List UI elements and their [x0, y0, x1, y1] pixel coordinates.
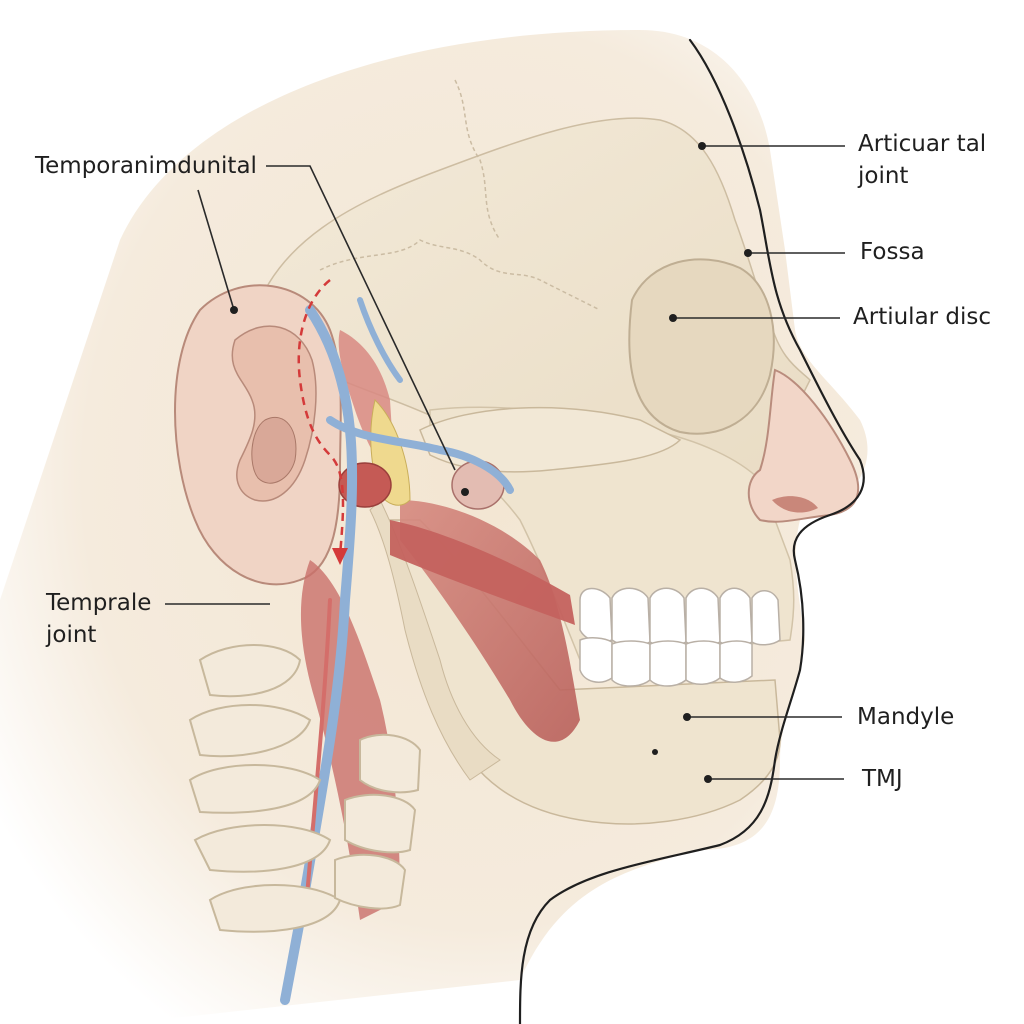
nostril — [772, 496, 818, 513]
label-temporal-joint: Temprale joint — [46, 587, 151, 651]
label-articular-joint-line2: joint — [858, 163, 909, 189]
label-articular-disc: Artiular disc — [853, 301, 991, 333]
label-tmj: TMJ — [862, 763, 903, 795]
leader-dot — [461, 488, 469, 496]
blood-vessel-blue — [280, 305, 358, 1005]
leader-dot — [652, 749, 658, 755]
eye-orbit — [628, 258, 775, 435]
leader-lines — [165, 145, 845, 780]
leader-dot — [698, 142, 706, 150]
mandible-ramus — [369, 499, 501, 781]
cranial-suture — [319, 239, 601, 311]
teeth-upper — [579, 587, 781, 647]
label-articular-joint: Articuar tal joint — [858, 128, 986, 192]
nose — [747, 368, 860, 523]
label-temporal-joint-line1: Temprale — [46, 590, 152, 616]
label-articular-disc-text: Artiular disc — [853, 304, 992, 330]
label-articular-joint-line1: Articuar tal — [858, 131, 987, 157]
leader-dot — [669, 314, 677, 322]
blood-vessel-red — [303, 598, 332, 922]
lateral-pterygoid-muscle — [390, 520, 575, 625]
blood-vessel-blue — [357, 297, 403, 383]
label-temporomandibular-text: Temporanimdunital — [35, 153, 257, 179]
leader-dots — [230, 142, 752, 783]
leader-line-temporomandibular-ear — [197, 189, 235, 311]
leader-dot — [683, 713, 691, 721]
leader-line-temporomandibular — [266, 165, 456, 471]
label-tmj-text: TMJ — [862, 766, 903, 792]
cervical-vertebrae — [188, 644, 422, 933]
joint-motion-arrow — [332, 548, 348, 565]
blood-vessel-blue — [326, 416, 514, 494]
label-fossa: Fossa — [860, 236, 925, 268]
ear-concha — [251, 417, 297, 484]
label-temporomandibular: Temporanimdunital — [35, 150, 257, 182]
leader-dot — [744, 249, 752, 257]
face-profile-contour — [518, 38, 865, 1024]
leader-dot — [704, 775, 712, 783]
joint-motion-dashed-path — [297, 279, 345, 556]
label-fossa-text: Fossa — [860, 239, 925, 265]
label-mandyle: Mandyle — [857, 701, 954, 733]
cranial-suture — [454, 79, 501, 241]
teeth-lower — [579, 637, 753, 687]
articular-disc-shape — [451, 460, 505, 510]
leader-dot — [230, 306, 238, 314]
label-mandyle-text: Mandyle — [857, 704, 955, 730]
label-temporal-joint-line2: joint — [46, 622, 97, 648]
